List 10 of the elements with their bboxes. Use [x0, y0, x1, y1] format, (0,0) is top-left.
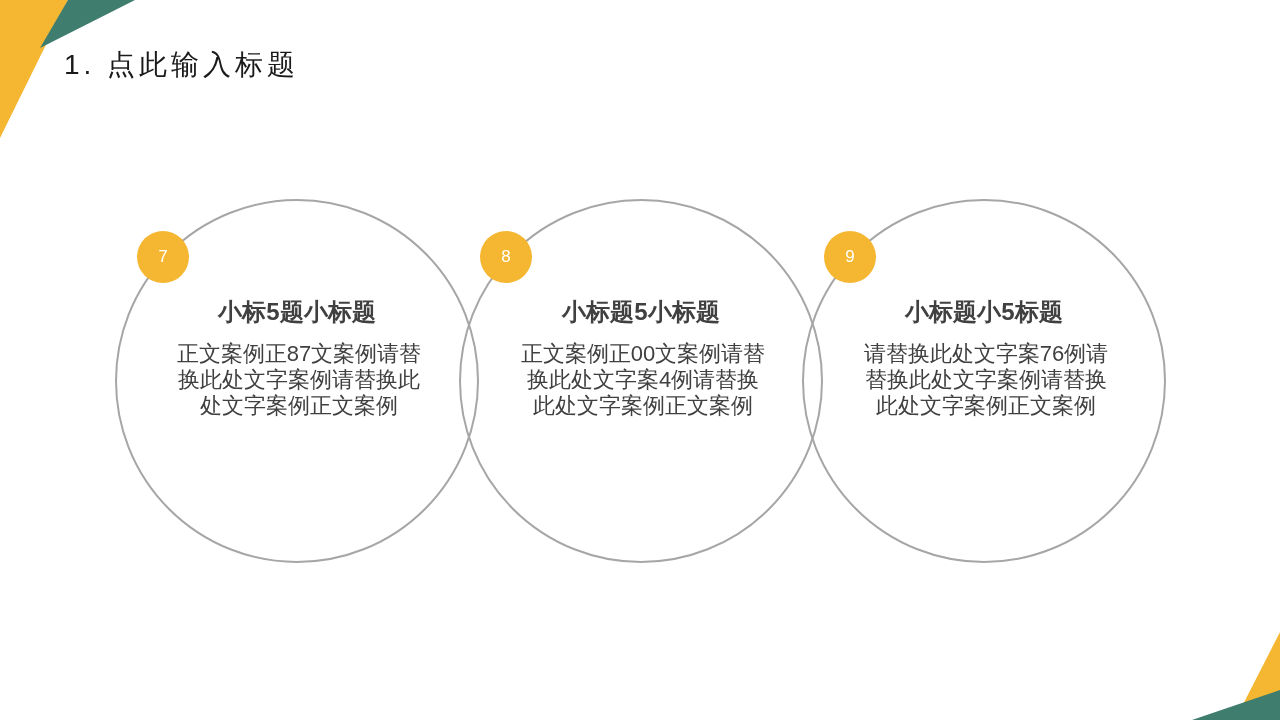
circle-heading: 小标题5小标题 [560, 297, 721, 327]
circle-outline [459, 199, 823, 563]
slide-title: 1. 点此输入标题 [64, 48, 300, 82]
circle-outline [802, 199, 1166, 563]
body-text: 请替换此处文字案76例请替换此处文字案例请替换此处文字案例正文案例 [862, 341, 1110, 419]
body-text: 正文案例正00文案例请替换此处文字案4例请替换此处文字案例正文案例 [519, 341, 767, 419]
body-text: 正文案例正87文案例请替换此处文字案例请替换此处文字案例正文案例 [175, 341, 423, 419]
circle-outline [115, 199, 479, 563]
circle-heading: 小标题小5标题 [903, 297, 1064, 327]
circle-heading: 小标5题小标题 [216, 297, 377, 327]
